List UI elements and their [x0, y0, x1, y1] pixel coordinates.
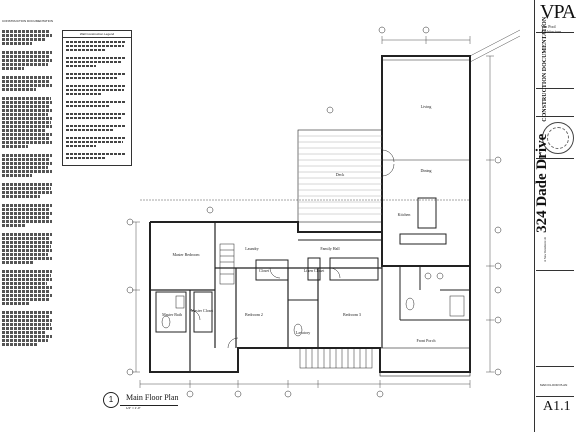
firm-name: Van Pool Architecture — [541, 24, 561, 34]
room-label: Master Closet — [191, 308, 214, 313]
title-block-divider — [536, 32, 574, 33]
room-label: Family Hall — [320, 246, 340, 251]
room-label: Master Bath — [162, 312, 182, 317]
project-phase: CONSTRUCTION DOCUMENTATION — [542, 16, 548, 122]
title-block-divider — [536, 88, 574, 89]
wall-legend-box: Wall Construction Legend — [62, 30, 132, 166]
sheet-number: A1.1 — [543, 399, 571, 414]
room-label: Master Bedroom — [173, 252, 201, 257]
title-block-divider — [536, 116, 574, 117]
sheet-title: MAIN FLOOR PLAN — [540, 383, 568, 387]
general-notes-title: CONSTRUCTION DOCUMENTATION — [2, 19, 54, 23]
title-block-divider — [536, 270, 574, 271]
plan-title-rule — [120, 405, 178, 406]
room-label: Bedroom 3 — [343, 312, 361, 317]
general-notes-column — [2, 30, 54, 396]
room-label: Dining — [420, 168, 431, 173]
title-block — [534, 0, 576, 432]
firm-logo: VPA — [540, 1, 576, 23]
room-label: Kitchen — [398, 212, 411, 217]
room-label: Lavatory — [296, 330, 310, 335]
room-label: Laundry — [245, 246, 259, 251]
title-block-divider — [536, 366, 574, 367]
architect-seal — [542, 122, 574, 154]
view-number-bubble: 1 — [103, 392, 119, 408]
room-label: Linen Closet — [304, 268, 325, 273]
project-label: A New Residence At — [543, 236, 547, 262]
title-block-divider — [536, 396, 574, 397]
room-label: Front Porch — [417, 338, 436, 343]
room-label: Bedroom 2 — [245, 312, 263, 317]
room-label: Deck — [336, 172, 344, 177]
plan-scale: 1/4" = 1'-0" — [126, 406, 141, 410]
project-address-vertical: A New Residence At 324 Dade Drive CONSTR… — [533, 17, 551, 266]
wall-legend-header: Wall Construction Legend — [63, 31, 131, 38]
plan-title: Main Floor Plan — [126, 393, 179, 402]
room-label: Closet — [259, 268, 270, 273]
project-address: 324 Dade Drive — [534, 133, 550, 233]
room-label: Living — [421, 104, 432, 109]
title-block-divider — [536, 158, 574, 159]
